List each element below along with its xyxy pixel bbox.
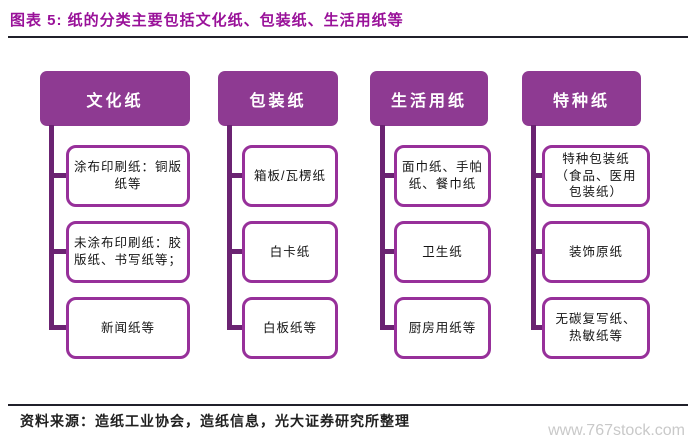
connector-stub bbox=[227, 249, 244, 254]
watermark: www.767stock.com bbox=[548, 422, 685, 439]
root-node-cultural-paper: 文化纸 bbox=[40, 71, 190, 126]
connector-stub bbox=[531, 173, 544, 178]
connector-stub bbox=[531, 325, 544, 330]
root-node-specialty-paper: 特种纸 bbox=[522, 71, 641, 126]
leaf-node: 卫生纸 bbox=[394, 221, 491, 283]
leaf-node: 白板纸等 bbox=[242, 297, 338, 359]
connector-stub bbox=[227, 173, 244, 178]
connector-stub bbox=[380, 173, 396, 178]
connector-stub bbox=[227, 325, 244, 330]
connector-stub bbox=[49, 173, 68, 178]
connector-trunk bbox=[380, 125, 385, 330]
leaf-node: 特种包装纸（食品、医用包装纸） bbox=[542, 145, 650, 207]
leaf-node: 白卡纸 bbox=[242, 221, 338, 283]
connector-trunk bbox=[49, 125, 54, 330]
title-rule bbox=[8, 36, 688, 38]
connector-stub bbox=[380, 325, 396, 330]
source-note: 资料来源：造纸工业协会，造纸信息，光大证券研究所整理 bbox=[20, 413, 410, 429]
connector-stub bbox=[380, 249, 396, 254]
figure-title: 图表 5: 纸的分类主要包括文化纸、包装纸、生活用纸等 bbox=[10, 12, 404, 29]
footer-rule bbox=[8, 404, 688, 406]
leaf-node: 新闻纸等 bbox=[66, 297, 190, 359]
leaf-node: 箱板/瓦楞纸 bbox=[242, 145, 338, 207]
connector-trunk bbox=[227, 125, 232, 330]
leaf-node: 面巾纸、手帕纸、餐巾纸 bbox=[394, 145, 491, 207]
leaf-node: 装饰原纸 bbox=[542, 221, 650, 283]
root-node-packaging-paper: 包装纸 bbox=[218, 71, 338, 126]
leaf-node: 涂布印刷纸：铜版纸等 bbox=[66, 145, 190, 207]
connector-stub bbox=[531, 249, 544, 254]
root-node-household-paper: 生活用纸 bbox=[370, 71, 488, 126]
connector-trunk bbox=[531, 125, 536, 330]
leaf-node: 未涂布印刷纸：胶版纸、书写纸等； bbox=[66, 221, 190, 283]
leaf-node: 厨房用纸等 bbox=[394, 297, 491, 359]
leaf-node: 无碳复写纸、热敏纸等 bbox=[542, 297, 650, 359]
connector-stub bbox=[49, 325, 68, 330]
connector-stub bbox=[49, 249, 68, 254]
